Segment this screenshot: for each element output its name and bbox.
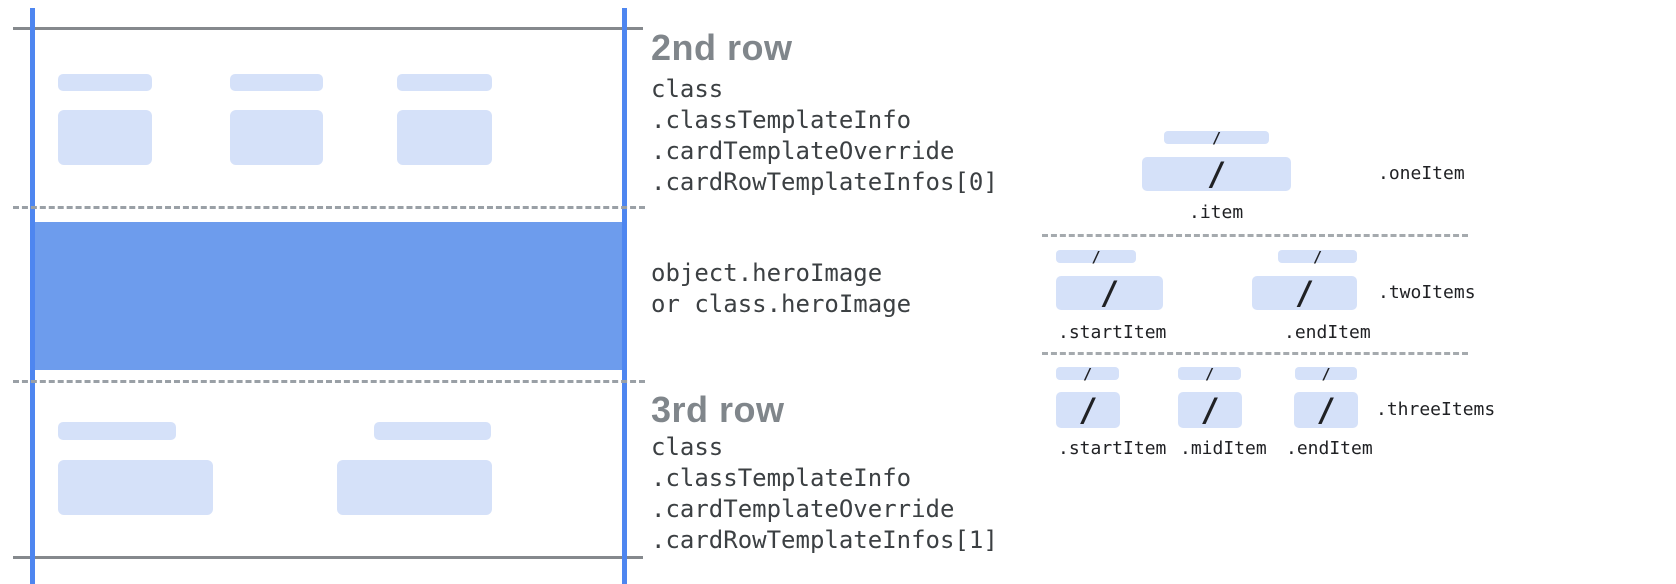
three-items-start-label-bar: / [1056,364,1119,383]
row3-code-line: .classTemplateInfo [651,464,912,492]
three-items-mid-field-label: .midItem [1180,438,1267,459]
two-items-group-label: .twoItems [1378,282,1476,303]
hero-code-line: or class.heroImage [651,290,912,318]
three-items-end-field-label: .endItem [1286,438,1373,459]
slash-glyph: / [1200,391,1220,429]
card-right-guide-line [622,8,627,584]
row3-col1-label-placeholder [58,422,176,440]
row2-code-line: .cardTemplateOverride [651,137,955,165]
slash-glyph: / [1321,364,1331,383]
hero-row3-separator-dashed [13,380,645,383]
three-items-start-field-label: .startItem [1058,438,1167,459]
row2-hero-separator-dashed [13,206,645,209]
hero-code-block: object.heroImage or class.heroImage [651,258,911,320]
slash-glyph: / [1211,128,1222,147]
three-items-end-label-bar: / [1295,364,1357,383]
row2-code-line: .classTemplateInfo [651,106,912,134]
three-items-end-value-bar: / [1294,391,1358,429]
two-items-end-field-label: .endItem [1284,322,1371,343]
card-left-guide-line [30,8,35,584]
row2-col1-value-placeholder [58,110,152,165]
row3-code-line: .cardTemplateOverride [651,495,955,523]
three-items-mid-label-bar: / [1178,364,1241,383]
two-items-end-label-bar: / [1278,247,1357,266]
row2-code-line: class [651,75,724,103]
two-three-separator-dashed [1042,352,1468,355]
slash-glyph: / [1312,247,1323,266]
row3-code-line: class [651,433,724,461]
one-item-group-label: .oneItem [1378,163,1465,184]
one-two-separator-dashed [1042,234,1468,237]
slash-glyph: / [1099,274,1120,312]
slash-glyph: / [1078,391,1098,429]
slash-glyph: / [1082,364,1093,383]
row2-col1-label-placeholder [58,74,152,91]
row2-col3-label-placeholder [397,74,492,91]
row3-col2-value-placeholder [337,460,492,515]
one-item-field-label: .item [1189,202,1244,223]
three-items-mid-value-bar: / [1178,391,1242,429]
two-items-end-value-bar: / [1252,274,1357,312]
row3-col2-label-placeholder [374,422,491,440]
row3-col1-value-placeholder [58,460,213,515]
row3-heading: 3rd row [651,389,785,430]
hero-code-line: object.heroImage [651,259,883,287]
three-items-start-value-bar: / [1056,391,1120,429]
row3-code-line: .cardRowTemplateInfos[1] [651,526,998,554]
two-items-start-label-bar: / [1056,247,1136,266]
row2-col3-value-placeholder [397,110,492,165]
one-item-label-bar: / [1164,128,1269,147]
row2-col2-label-placeholder [230,74,323,91]
hero-image-band [35,222,622,370]
row2-code-block: class .classTemplateInfo .cardTemplateOv… [651,74,998,198]
card-bottom-edge-line [13,556,643,559]
three-items-group-label: .threeItems [1376,399,1496,420]
row2-code-line: .cardRowTemplateInfos[0] [651,168,998,196]
one-item-value-bar: / [1142,155,1291,193]
two-items-start-value-bar: / [1056,274,1163,312]
row2-heading: 2nd row [651,27,793,68]
slash-glyph: / [1316,391,1336,429]
card-top-edge-line [13,27,643,30]
slash-glyph: / [1204,364,1215,383]
slash-glyph: / [1091,247,1101,266]
slash-glyph: / [1206,155,1227,193]
slash-glyph: / [1294,274,1315,312]
row2-col2-value-placeholder [230,110,323,165]
row3-code-block: class .classTemplateInfo .cardTemplateOv… [651,432,998,556]
two-items-start-field-label: .startItem [1058,322,1167,343]
